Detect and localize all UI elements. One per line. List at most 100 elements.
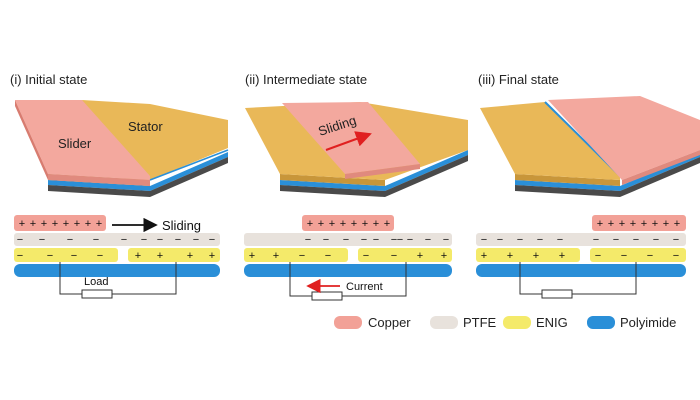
enig-charge: − [621, 250, 627, 262]
negative-charge: − [653, 234, 659, 246]
enig-charge: + [187, 250, 193, 262]
negative-charge: − [633, 234, 639, 246]
panel-1-title: (i) Initial state [10, 72, 87, 87]
positive-charge: + [652, 218, 658, 230]
positive-charge: + [641, 218, 647, 230]
enig-charge: − [325, 250, 331, 262]
negative-charge: − [673, 234, 679, 246]
copper-layer [592, 215, 686, 231]
enig-charge: + [417, 250, 423, 262]
enig-charge: − [71, 250, 77, 262]
positive-charge: + [41, 218, 47, 230]
positive-charge: + [19, 218, 25, 230]
circuit-wire [289, 262, 312, 297]
positive-charge: + [318, 218, 324, 230]
slider-front [345, 164, 420, 179]
positive-charge: + [373, 218, 379, 230]
panel-3-title: (iii) Final state [478, 72, 559, 87]
negative-charge: − [67, 234, 73, 246]
negative-charge: − [157, 234, 163, 246]
copper-layer [14, 215, 106, 231]
panel-2-title: (ii) Intermediate state [245, 72, 367, 87]
enig-charge: − [673, 250, 679, 262]
negative-charge: − [141, 234, 147, 246]
legend-swatch-ptfe [430, 316, 458, 329]
negative-charge: − [481, 234, 487, 246]
legend-swatch-copper [334, 316, 362, 329]
enig-charge: − [647, 250, 653, 262]
enig-charge: + [135, 250, 141, 262]
negative-charge: − [17, 234, 23, 246]
positive-charge: + [96, 218, 102, 230]
negative-charge: − [121, 234, 127, 246]
slider-front [622, 150, 700, 185]
enig-left [244, 248, 348, 262]
base-side-blue [280, 150, 468, 191]
positive-charge: + [30, 218, 36, 230]
polyimide-layer [244, 264, 452, 277]
enig-left [14, 248, 118, 262]
negative-charge: − [391, 234, 397, 246]
enig-charge: + [441, 250, 447, 262]
load-resistor [81, 289, 113, 299]
ptfe-charges: −−−−−−−−−− [17, 234, 215, 246]
positive-charge: + [74, 218, 80, 230]
positive-charge: + [329, 218, 335, 230]
negative-charge: − [425, 234, 431, 246]
ptfe-layer [244, 233, 452, 246]
negative-charge: − [361, 234, 367, 246]
positive-charge: + [663, 218, 669, 230]
positive-charge: + [630, 218, 636, 230]
legend: Copper PTFE ENIG Polyimide [334, 315, 676, 330]
base-front-gold [280, 174, 385, 186]
legend-item-ptfe: PTFE [430, 315, 497, 330]
enig-charge: + [507, 250, 513, 262]
negative-charge: − [175, 234, 181, 246]
enig-right [128, 248, 220, 262]
positive-charge: + [307, 218, 313, 230]
copper-charges: ++++++++ [307, 218, 390, 230]
enig-charge: − [363, 250, 369, 262]
polyimide-layer [14, 264, 220, 277]
negative-charge: − [209, 234, 215, 246]
slider-label: Slider [58, 136, 92, 151]
legend-label-enig: ENIG [536, 315, 568, 330]
legend-swatch-enig [503, 316, 531, 329]
ptfe-charges: −−−−−−−−−− [481, 234, 679, 246]
panel-3-device [480, 96, 700, 197]
sliding-arrow [325, 131, 372, 151]
polyimide-layer [476, 264, 686, 277]
positive-charge: + [85, 218, 91, 230]
load-resistor [541, 289, 573, 299]
positive-charge: + [597, 218, 603, 230]
enig-charge: + [249, 250, 255, 262]
enig-left [476, 248, 580, 262]
legend-item-copper: Copper [334, 315, 411, 330]
legend-label-copper: Copper [368, 315, 411, 330]
positive-charge: + [340, 218, 346, 230]
base-side-dark [48, 157, 228, 197]
legend-label-ptfe: PTFE [463, 315, 497, 330]
slider-top [282, 102, 420, 174]
base-side-blue [48, 152, 228, 191]
negative-charge: − [537, 234, 543, 246]
enig-charge: − [97, 250, 103, 262]
base-side-blue [515, 152, 700, 191]
negative-charge: − [305, 234, 311, 246]
circuit-wire [572, 262, 637, 295]
enig-charge: − [595, 250, 601, 262]
legend-swatch-polyimide [587, 316, 615, 329]
negative-charge: − [323, 234, 329, 246]
negative-charge: − [613, 234, 619, 246]
circuit-wire [519, 262, 542, 295]
positive-charge: + [674, 218, 680, 230]
stator-top [480, 102, 620, 180]
load-resistor [311, 291, 343, 301]
positive-charge: + [362, 218, 368, 230]
enig-charge: + [481, 250, 487, 262]
slider-front [48, 174, 150, 186]
positive-charge: + [52, 218, 58, 230]
enig-charge: − [17, 250, 23, 262]
load-label: Load [84, 276, 108, 288]
